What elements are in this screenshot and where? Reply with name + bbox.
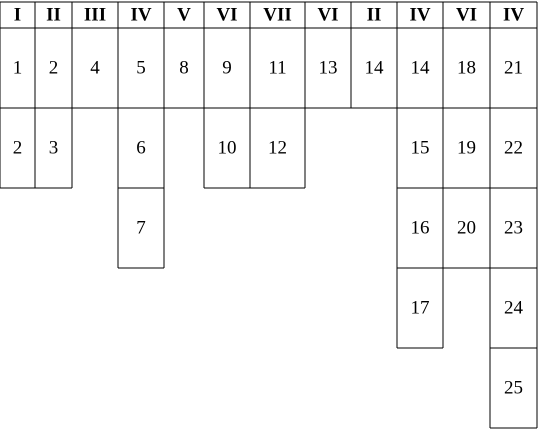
cell-label: 20 <box>457 218 476 239</box>
cell-label: 9 <box>222 58 232 79</box>
cell-label: 14 <box>365 58 385 79</box>
column-header: VI <box>317 5 338 26</box>
cell-label: 3 <box>49 138 59 159</box>
column-header: IV <box>130 5 151 26</box>
cell-label: 5 <box>136 58 146 79</box>
cell-label: 11 <box>268 58 286 79</box>
cell-label: 24 <box>504 298 524 319</box>
cell-label: 7 <box>136 218 146 239</box>
column-header: II <box>46 5 61 26</box>
cell-label: 4 <box>90 58 100 79</box>
cell-label: 10 <box>218 138 237 159</box>
cell-label: 15 <box>411 138 430 159</box>
cell-label: 21 <box>504 58 523 79</box>
column-header: IV <box>409 5 430 26</box>
cell-label: 25 <box>504 378 523 399</box>
cell-label: 22 <box>504 138 523 159</box>
cell-label: 2 <box>13 138 23 159</box>
cell-label: 16 <box>411 218 430 239</box>
column-header: II <box>367 5 382 26</box>
column-header: III <box>84 5 106 26</box>
column-header: VI <box>216 5 237 26</box>
cell-label: 8 <box>179 58 189 79</box>
column-header: VI <box>456 5 477 26</box>
labels: I12II23III4IV567V8VI910VII1112VI13II14IV… <box>13 5 525 399</box>
cell-label: 17 <box>411 298 430 319</box>
column-header: IV <box>503 5 524 26</box>
cell-label: 19 <box>457 138 476 159</box>
cell-label: 23 <box>504 218 523 239</box>
column-header: VII <box>263 5 292 26</box>
column-header: I <box>14 5 21 26</box>
cell-label: 13 <box>319 58 338 79</box>
column-header: V <box>177 5 191 26</box>
cell-label: 12 <box>268 138 287 159</box>
cell-label: 1 <box>13 58 23 79</box>
cell-label: 14 <box>411 58 431 79</box>
cell-label: 2 <box>49 58 59 79</box>
cell-label: 18 <box>457 58 476 79</box>
cell-label: 6 <box>136 138 146 159</box>
